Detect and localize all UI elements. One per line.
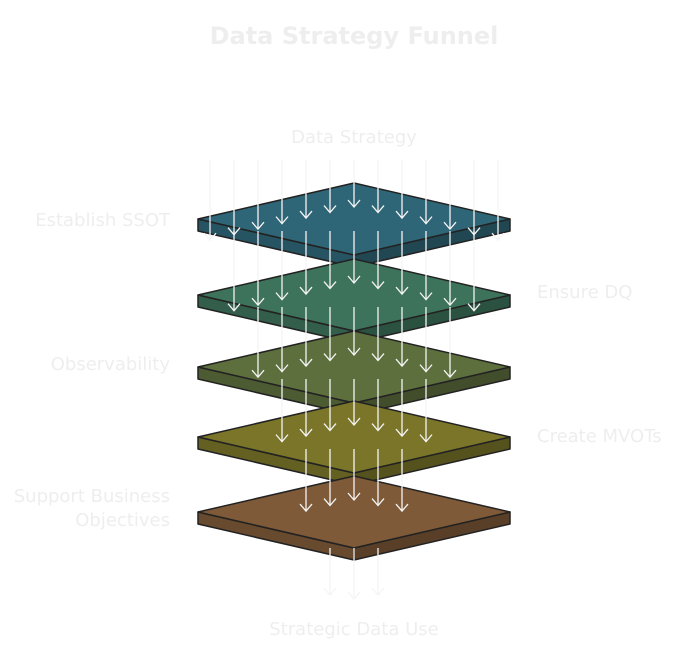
flow-arrows: [227, 231, 481, 312]
flow-arrows: [251, 307, 457, 379]
flow-arrows: [275, 379, 433, 443]
layer-label: Create MVOTs: [537, 426, 662, 447]
diagram-title: Data Strategy Funnel: [210, 22, 499, 50]
flow-arrows: [203, 160, 505, 242]
layer-label: Establish SSOT: [35, 210, 171, 231]
funnel-layer: [197, 330, 511, 416]
output-label: Strategic Data Use: [269, 619, 438, 640]
funnel-layers: Establish SSOT Ensure DQ ObservabilityCrea…: [14, 160, 662, 600]
input-label: Data Strategy: [291, 127, 417, 148]
layer-label: Ensure DQ: [537, 282, 632, 303]
funnel-layer: [197, 475, 511, 561]
output-arrows: [323, 548, 385, 600]
funnel-layer: [197, 400, 511, 486]
layer-label: Observability: [51, 354, 171, 375]
flow-arrows: [299, 449, 409, 513]
